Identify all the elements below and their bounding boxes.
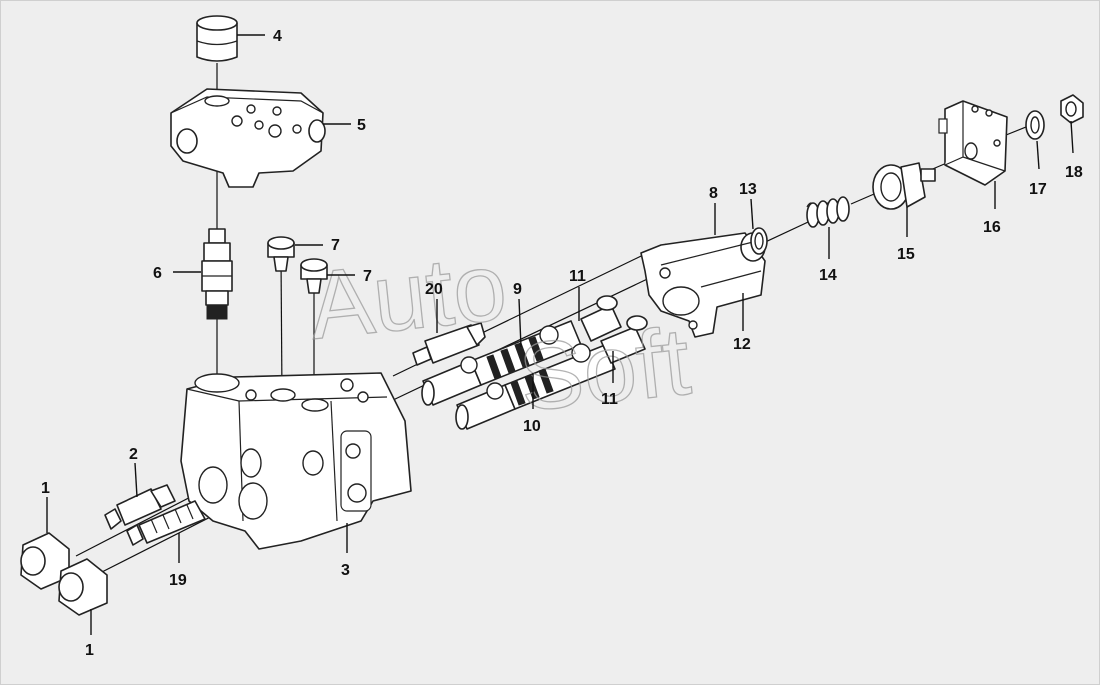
part-7-plug-b: [300, 258, 328, 294]
callout-15: 15: [897, 246, 915, 263]
callout-7a: 7: [331, 237, 340, 254]
callout-3: 3: [341, 562, 350, 579]
callout-2: 2: [129, 446, 138, 463]
part-11-plug-upper: [580, 295, 622, 342]
part-7-plug-a: [267, 236, 295, 272]
callout-18: 18: [1065, 164, 1083, 181]
callout-4: 4: [273, 28, 282, 45]
callouts: 4 5 6 7 7 8 13 20 9 10 11 11 12 14 15 16…: [41, 28, 1083, 659]
callout-7b: 7: [363, 268, 372, 285]
callout-17: 17: [1029, 181, 1047, 198]
part-9-spool: [421, 320, 582, 406]
callout-8: 8: [709, 185, 718, 202]
callout-10: 10: [523, 418, 541, 435]
part-8-end-cover: [640, 232, 766, 338]
watermark-line-2: Soft: [514, 308, 695, 432]
watermark-line-1: Auto: [304, 233, 512, 360]
callout-13: 13: [739, 181, 757, 198]
part-3-valve-body: [180, 372, 412, 550]
leader-lines: [46, 34, 1074, 635]
part-20-fitting: [412, 322, 486, 366]
callout-16: 16: [983, 219, 1001, 236]
callout-1a: 1: [41, 480, 50, 497]
callout-11a: 11: [569, 268, 586, 285]
part-1-cap-a: [20, 532, 70, 590]
part-11-plug-lower: [600, 315, 648, 364]
part-16-block: [938, 100, 1008, 186]
callout-5: 5: [357, 117, 366, 134]
callout-12: 12: [733, 336, 751, 353]
part-2-adjuster: [104, 484, 176, 530]
callout-14: 14: [819, 267, 837, 284]
part-5-housing: [170, 88, 326, 188]
callout-9: 9: [513, 281, 522, 298]
part-17-washer: [1025, 110, 1045, 140]
part-4-cap: [196, 15, 238, 62]
callout-1b: 1: [85, 642, 94, 659]
part-19-screw: [126, 500, 206, 546]
part-14-spring: [806, 196, 850, 228]
watermark: Auto Soft: [303, 232, 695, 432]
part-6-cartridge: [201, 228, 233, 320]
part-1-cap-b: [58, 558, 108, 616]
part-18-nut: [1060, 94, 1084, 124]
callout-6: 6: [153, 265, 162, 282]
callout-11b: 11: [601, 391, 618, 408]
part-13-seal: [750, 227, 768, 255]
callout-19: 19: [169, 572, 187, 589]
callout-20: 20: [425, 281, 443, 298]
part-15-piston: [872, 162, 936, 210]
